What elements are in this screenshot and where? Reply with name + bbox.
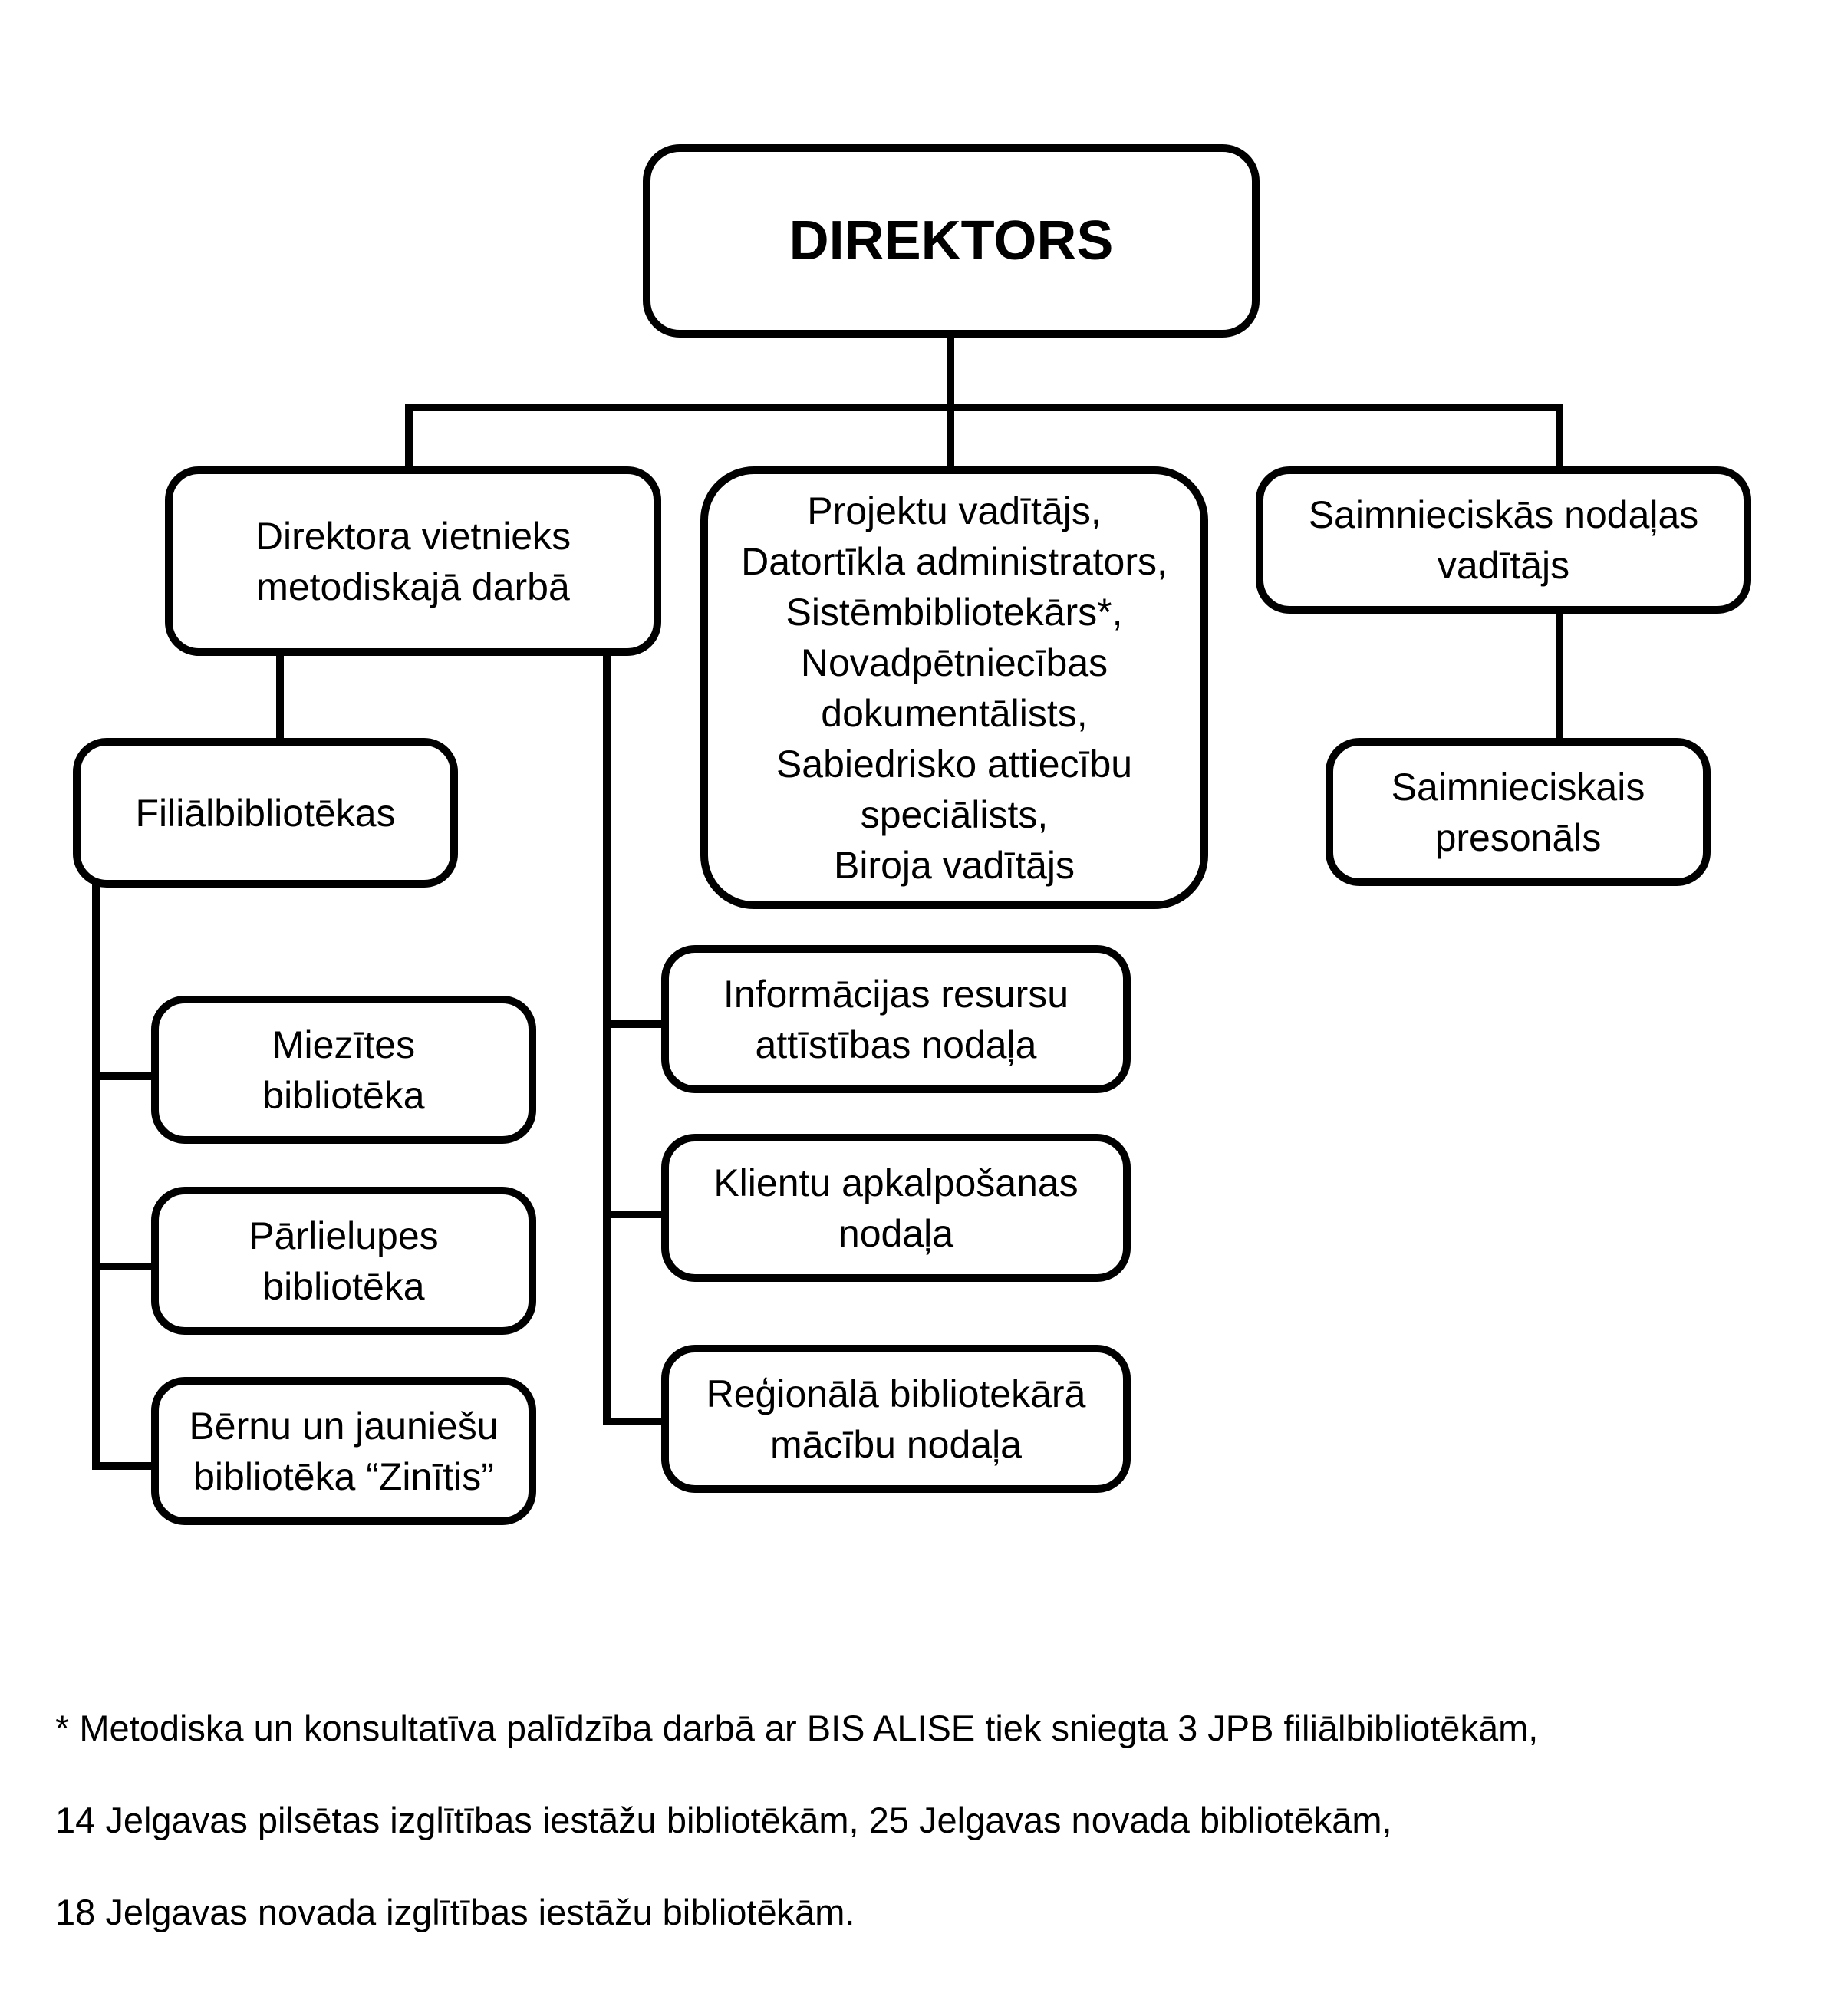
director-label: DIREKTORS [789,210,1114,272]
branch-libraries-box: Filiālbibliotēkas [73,738,458,888]
connector-deputy-trunk-right [603,652,611,1425]
facilities-staff-label: Saimnieciskais presonāls [1391,765,1645,859]
connector-director-down [947,334,954,411]
connector-dept-1 [603,1020,664,1028]
footnote: * Metodiska un konsultatīva palīdzība da… [55,1659,1538,1981]
footnote-line: 18 Jelgavas novada izglītības iestāžu bi… [55,1892,855,1932]
facilities-head-box: Saimnieciskās nodaļas vadītājs [1256,466,1751,614]
department-label: Reģionālā bibliotekārā mācību nodaļa [706,1372,1086,1466]
branch-box-miezites: Miezītes bibliotēka [151,996,536,1144]
branch-libraries-label: Filiālbibliotēkas [135,791,396,835]
branch-label: Bērnu un jauniešu bibliotēka “Zinītis” [189,1404,499,1498]
connector-branch-3 [92,1462,153,1470]
deputy-director-box: Direktora vietnieks metodiskajā darbā [165,466,661,656]
center-staff-label: Projektu vadītājs, Datortīkla administra… [741,489,1168,887]
footnote-line: * Metodiska un konsultatīva palīdzība da… [55,1708,1539,1748]
department-box-client-service: Klientu apkalpošanas nodaļa [661,1134,1131,1282]
center-staff-box: Projektu vadītājs, Datortīkla administra… [700,466,1208,909]
connector-to-center [947,404,954,469]
connector-to-facilities-head [1556,404,1563,469]
branch-box-zinitis: Bērnu un jauniešu bibliotēka “Zinītis” [151,1377,536,1525]
department-box-information-resources: Informācijas resursu attīstības nodaļa [661,945,1131,1093]
department-box-regional-training: Reģionālā bibliotekārā mācību nodaļa [661,1345,1131,1493]
connector-to-deputy [405,404,413,469]
connector-top-horizontal [405,404,1563,411]
connector-branch-2 [92,1263,153,1270]
branch-label: Miezītes bibliotēka [262,1023,425,1117]
connector-dept-2 [603,1211,664,1218]
facilities-head-label: Saimnieciskās nodaļas vadītājs [1308,493,1699,587]
connector-dept-3 [603,1418,664,1425]
branch-box-parlielupes: Pārlielupes bibliotēka [151,1187,536,1335]
deputy-director-label: Direktora vietnieks metodiskajā darbā [255,514,571,608]
connector-branches-trunk [92,884,100,1470]
connector-branch-1 [92,1072,153,1080]
branch-label: Pārlielupes bibliotēka [249,1214,439,1308]
connector-facilities-down [1556,610,1563,740]
director-box: DIREKTORS [643,144,1260,338]
facilities-staff-box: Saimnieciskais presonāls [1326,738,1711,886]
connector-deputy-to-branches [276,652,284,740]
department-label: Informācijas resursu attīstības nodaļa [723,972,1069,1066]
footnote-line: 14 Jelgavas pilsētas izglītības iestāžu … [55,1800,1392,1840]
department-label: Klientu apkalpošanas nodaļa [713,1161,1079,1255]
